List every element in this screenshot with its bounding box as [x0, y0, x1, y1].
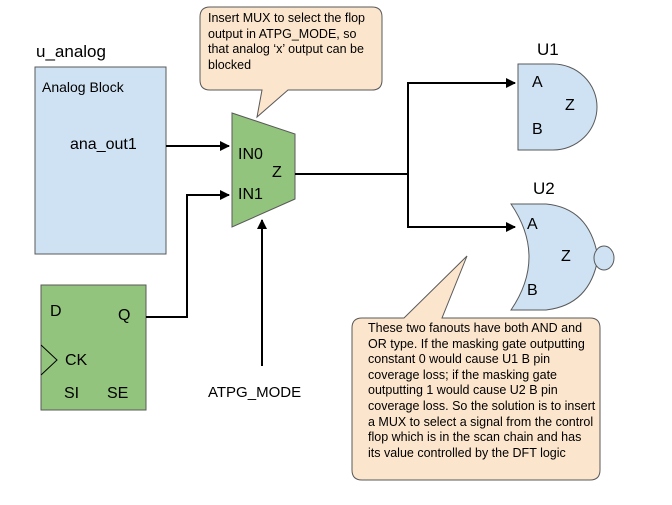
callout-top-bubble	[199, 6, 383, 119]
callout-top-text: Insert MUX to select the flop output in …	[208, 11, 366, 72]
flop-box	[40, 284, 147, 411]
flop-clock-triangle	[40, 344, 58, 376]
gate-u1-pin-z: Z	[565, 97, 575, 114]
gate-u2-pin-z: Z	[561, 248, 571, 265]
flop-pin-d: D	[50, 303, 62, 320]
flop-pin-ck: CK	[65, 352, 88, 369]
wire-to-u1	[407, 78, 516, 174]
gate-u1-pin-a: A	[532, 74, 543, 91]
wire-to-u2	[407, 174, 516, 232]
atpg-mode-label: ATPG_MODE	[208, 384, 302, 401]
flop-pin-si: SI	[64, 385, 80, 402]
analog-output-pin-label: ana_out1	[70, 136, 137, 153]
wire-q-to-in1	[146, 190, 230, 318]
callout-bottom-text: These two fanouts have both AND and OR t…	[368, 321, 596, 460]
callout-bottom-bubble	[351, 255, 601, 481]
mux-pin-in1: IN1	[238, 186, 263, 203]
flop-pin-q: Q	[118, 307, 131, 324]
analog-block-box	[34, 66, 167, 255]
flop-pin-se: SE	[107, 385, 129, 402]
gate-u2-pin-b: B	[527, 282, 538, 299]
gate-u1-name: U1	[537, 40, 559, 59]
mux-pin-in0: IN0	[238, 146, 263, 163]
gate-u1-pin-b: B	[532, 121, 543, 138]
and-gate-u1	[517, 63, 598, 151]
nor-gate-u2-bubble	[593, 245, 615, 271]
analog-instance-name: u_analog	[36, 42, 106, 61]
nor-gate-u2	[510, 203, 599, 311]
mux-body	[231, 112, 296, 228]
gate-u2-pin-a: A	[527, 216, 538, 233]
analog-block-title: Analog Block	[42, 79, 124, 95]
mux-pin-z: Z	[272, 164, 282, 181]
gate-u2-name: U2	[533, 179, 555, 198]
